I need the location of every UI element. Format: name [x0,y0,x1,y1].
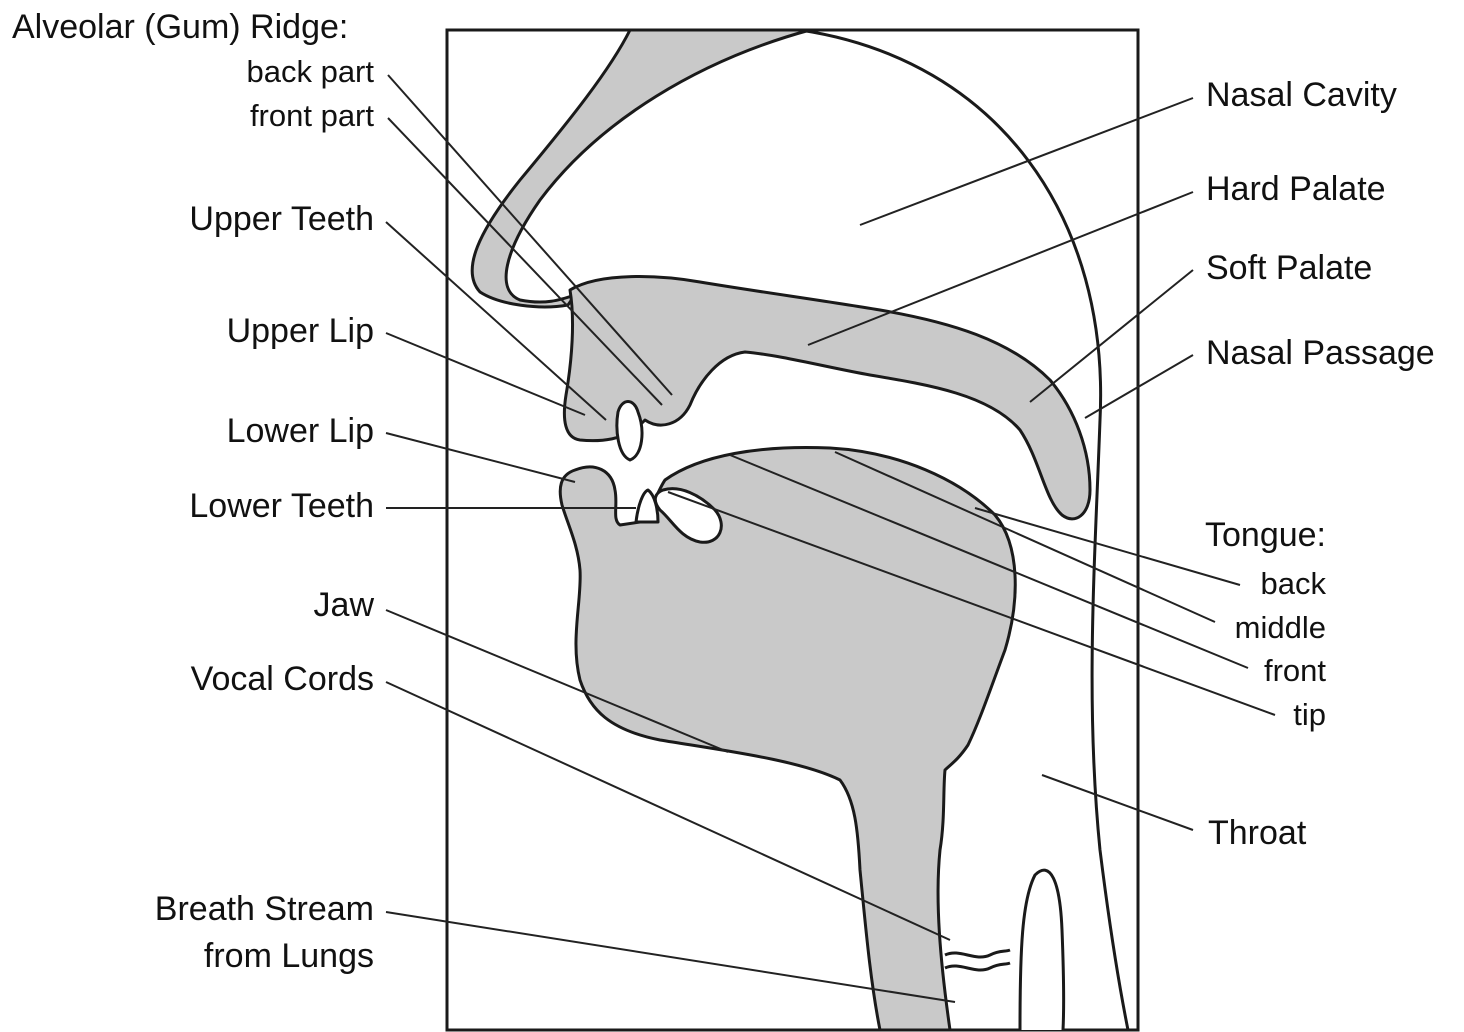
label-vocal-cords: Vocal Cords [191,660,374,698]
label-lower-lip: Lower Lip [227,412,374,450]
leader-soft-palate [1030,270,1193,402]
label-upper-lip: Upper Lip [227,312,374,350]
lower-tooth [636,490,658,522]
label-tongue-tip: tip [1293,697,1326,732]
tongue-jaw-mass [560,447,1015,1030]
label-alveolar-front-part: front part [250,98,374,133]
label-alveolar-ridge-heading: Alveolar (Gum) Ridge: [12,8,348,46]
leader-lower-lip [386,433,575,482]
label-nasal-passage: Nasal Passage [1206,334,1435,372]
label-tongue-back: back [1261,566,1327,601]
label-tongue-middle: middle [1235,610,1326,645]
leader-alveolar-back [388,75,672,395]
label-breath-stream-line1: Breath Stream [155,890,374,928]
epiglottis [1020,870,1064,1030]
label-tongue-heading: Tongue: [1205,516,1326,554]
leader-hard-palate [808,192,1193,345]
vocal-cords-mark [945,950,1010,970]
upper-tooth [617,402,642,461]
label-jaw: Jaw [314,586,375,624]
label-lower-teeth: Lower Teeth [189,487,374,525]
nose-bone [472,30,810,307]
label-nasal-cavity: Nasal Cavity [1206,76,1397,114]
label-breath-stream-line2: from Lungs [204,937,374,975]
leader-nasal-cavity [860,98,1193,225]
label-hard-palate: Hard Palate [1206,170,1386,208]
label-soft-palate: Soft Palate [1206,249,1372,287]
label-tongue-front: front [1264,653,1326,688]
label-alveolar-back-part: back part [246,54,374,89]
leader-throat [1042,775,1193,830]
label-upper-teeth: Upper Teeth [189,200,374,238]
label-throat: Throat [1208,814,1307,852]
